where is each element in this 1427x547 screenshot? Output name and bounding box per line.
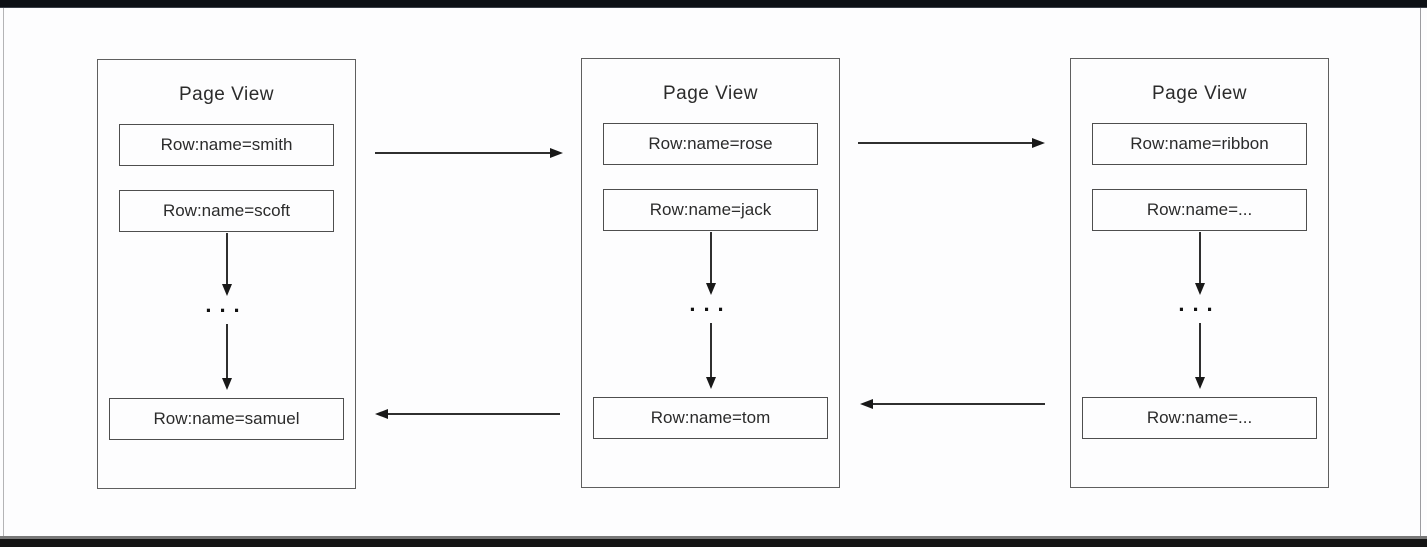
page-view-box-2: Page View Row:name=rose Row:name=jack ..… bbox=[581, 58, 840, 488]
down-arrow-icon bbox=[709, 232, 712, 284]
row-node: Row:name=smith bbox=[119, 124, 334, 166]
row-node: Row:name=samuel bbox=[109, 398, 344, 440]
right-arrow-icon bbox=[375, 152, 550, 154]
bottom-letterbox-bar bbox=[0, 539, 1427, 547]
right-arrow-icon bbox=[858, 142, 1032, 144]
top-letterbox-bar bbox=[0, 0, 1427, 8]
left-frame-edge bbox=[3, 8, 4, 536]
row-node: Row:name=ribbon bbox=[1092, 123, 1307, 165]
ellipsis-dots: ... bbox=[1178, 291, 1221, 316]
left-arrow-icon bbox=[388, 413, 560, 415]
row-node: Row:name=jack bbox=[603, 189, 818, 231]
down-arrow-icon bbox=[225, 233, 228, 285]
down-arrow-icon bbox=[225, 324, 228, 379]
page-view-title: Page View bbox=[1152, 83, 1247, 104]
page-view-box-3: Page View Row:name=ribbon Row:name=... .… bbox=[1070, 58, 1329, 488]
row-node: Row:name=... bbox=[1082, 397, 1317, 439]
page-view-box-1: Page View Row:name=smith Row:name=scoft … bbox=[97, 59, 356, 489]
ellipsis-dots: ... bbox=[205, 292, 248, 317]
down-arrow-icon bbox=[1198, 323, 1201, 378]
page-view-title: Page View bbox=[179, 84, 274, 105]
down-arrow-icon bbox=[709, 323, 712, 378]
row-node: Row:name=scoft bbox=[119, 190, 334, 232]
left-arrow-icon bbox=[873, 403, 1045, 405]
bottom-frame-edge bbox=[0, 536, 1427, 539]
down-arrow-icon bbox=[1198, 232, 1201, 284]
page-view-title: Page View bbox=[663, 83, 758, 104]
row-node: Row:name=tom bbox=[593, 397, 828, 439]
row-node: Row:name=... bbox=[1092, 189, 1307, 231]
ellipsis-dots: ... bbox=[689, 291, 732, 316]
row-node: Row:name=rose bbox=[603, 123, 818, 165]
right-frame-edge bbox=[1420, 8, 1421, 536]
